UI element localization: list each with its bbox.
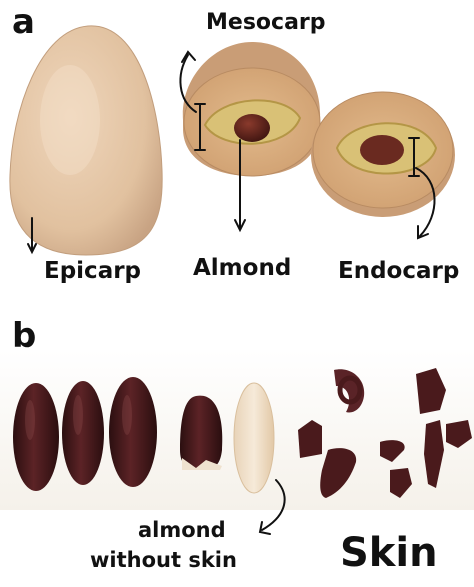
seed-cavity-right <box>360 135 404 165</box>
panel-b-letter: b <box>12 320 37 356</box>
panel-b: b almond without skin Skin <box>0 320 474 587</box>
almond-with-skin-1 <box>13 383 59 491</box>
cut-fruit-right <box>311 91 455 217</box>
almond-label: Almond <box>193 255 292 281</box>
panel-b-photo <box>0 350 474 535</box>
skin-label: Skin <box>340 530 438 576</box>
almond-with-skin-3 <box>109 377 157 487</box>
panel-a: a Mesocarp Epicarp Almond Endocarp <box>9 2 460 284</box>
endocarp-arrow <box>415 167 436 237</box>
mesocarp-label: Mesocarp <box>206 10 326 35</box>
panel-a-letter: a <box>12 2 35 42</box>
endocarp-label: Endocarp <box>338 258 460 284</box>
almond-without-skin-label-line1: almond <box>138 518 226 542</box>
almond-without-skin-label-line2: without skin <box>90 548 237 572</box>
whole-fruit-epicarp <box>9 25 163 256</box>
almond-with-skin-2 <box>62 381 104 485</box>
almond-without-skin-arrow <box>261 479 286 531</box>
panel-a-photo <box>9 25 455 256</box>
fruit-highlight <box>40 65 100 175</box>
skin-fragments <box>298 368 472 498</box>
mesocarp-arrow <box>179 54 197 113</box>
almond-partially-peeled <box>180 395 223 469</box>
almond-without-skin <box>233 382 275 494</box>
almond-seed-left <box>234 114 270 142</box>
cut-fruit-left <box>182 42 321 177</box>
epicarp-label: Epicarp <box>44 258 142 284</box>
